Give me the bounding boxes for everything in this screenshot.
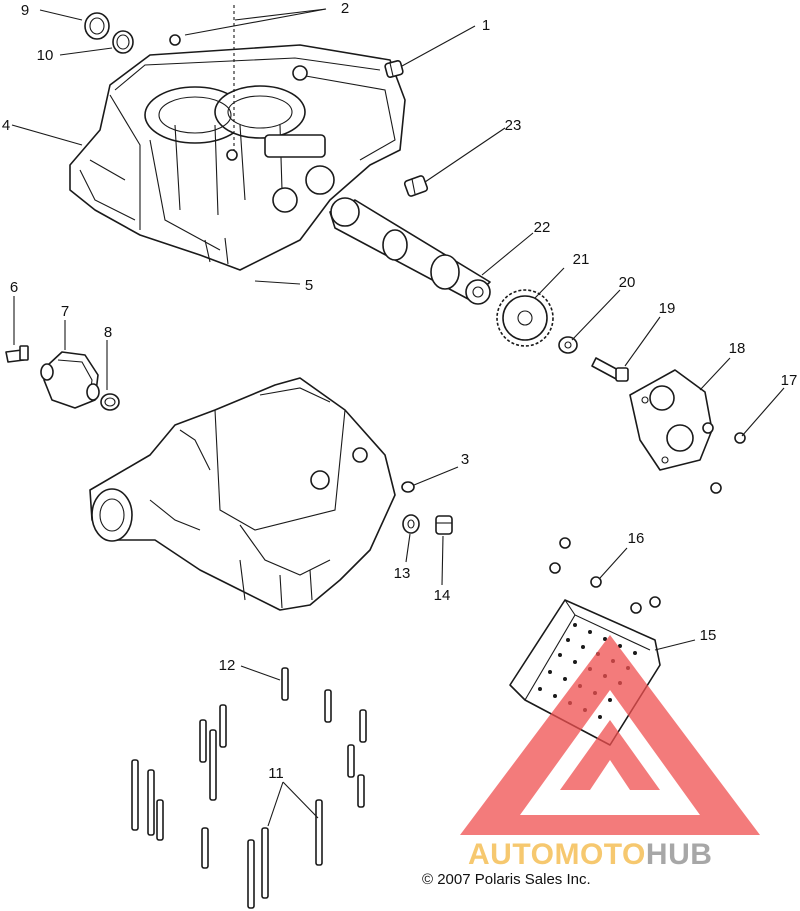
- cover-plate-18: [629, 369, 713, 471]
- svg-text:AUTOMOTOHUB: AUTOMOTOHUB: [468, 838, 712, 871]
- washer-13: [402, 514, 420, 534]
- washer-20: [558, 336, 578, 354]
- callout-6: 6: [10, 279, 18, 296]
- plug-14: [435, 515, 453, 535]
- breather-7: [40, 351, 100, 409]
- callout-5: 5: [305, 277, 313, 294]
- leader-lines: [11, 5, 785, 827]
- callout-10: 10: [37, 47, 54, 64]
- copyright-text: © 2007 Polaris Sales Inc.: [422, 871, 591, 888]
- callout-19: 19: [659, 300, 676, 317]
- callout-2: 2: [341, 0, 349, 17]
- camshaft-22: [329, 197, 491, 305]
- callout-7: 7: [61, 303, 69, 320]
- callout-8: 8: [104, 324, 112, 341]
- callout-4: 4: [2, 117, 10, 134]
- callout-21: 21: [573, 251, 590, 268]
- seal-ring-9: [84, 12, 110, 40]
- callout-13: 13: [394, 565, 411, 582]
- callout-9: 9: [21, 2, 29, 19]
- bolt-6: [5, 345, 29, 363]
- watermark-moto: MOTO: [554, 838, 645, 871]
- bolts-11: [131, 729, 323, 909]
- bolts-12: [199, 667, 367, 808]
- callout-14: 14: [434, 587, 451, 604]
- fitting-23: [403, 175, 429, 197]
- watermark-auto: AUTO: [468, 838, 554, 871]
- callout-18: 18: [729, 340, 746, 357]
- callout-22: 22: [534, 219, 551, 236]
- automotohub-watermark: AUTOMOTOHUB: [460, 635, 760, 871]
- o-ring-8: [100, 393, 120, 411]
- callout-1: 1: [482, 17, 490, 34]
- lower-crankcase: [89, 377, 396, 611]
- seal-ring-10: [112, 30, 134, 54]
- callout-labels: 9 10 2 1 4 23 22 5 21 20 19 18 17 6 7 8 …: [2, 0, 798, 782]
- callout-11: 11: [268, 765, 284, 782]
- callout-3: 3: [461, 451, 469, 468]
- upper-crankcase: [69, 34, 406, 271]
- callout-12: 12: [219, 657, 236, 674]
- plug-1: [384, 60, 404, 78]
- bolt-19: [591, 357, 629, 382]
- screw-17: [702, 422, 746, 494]
- screw-16: [549, 537, 661, 614]
- callout-23: 23: [505, 117, 522, 134]
- cam-gear-21: [496, 289, 554, 347]
- callout-16: 16: [628, 530, 645, 547]
- callout-15: 15: [700, 627, 717, 644]
- watermark-hub: HUB: [646, 838, 713, 871]
- watermark-triangle-logo: [460, 635, 760, 835]
- callout-20: 20: [619, 274, 636, 291]
- dowel-3: [401, 481, 415, 493]
- callout-17: 17: [781, 372, 798, 389]
